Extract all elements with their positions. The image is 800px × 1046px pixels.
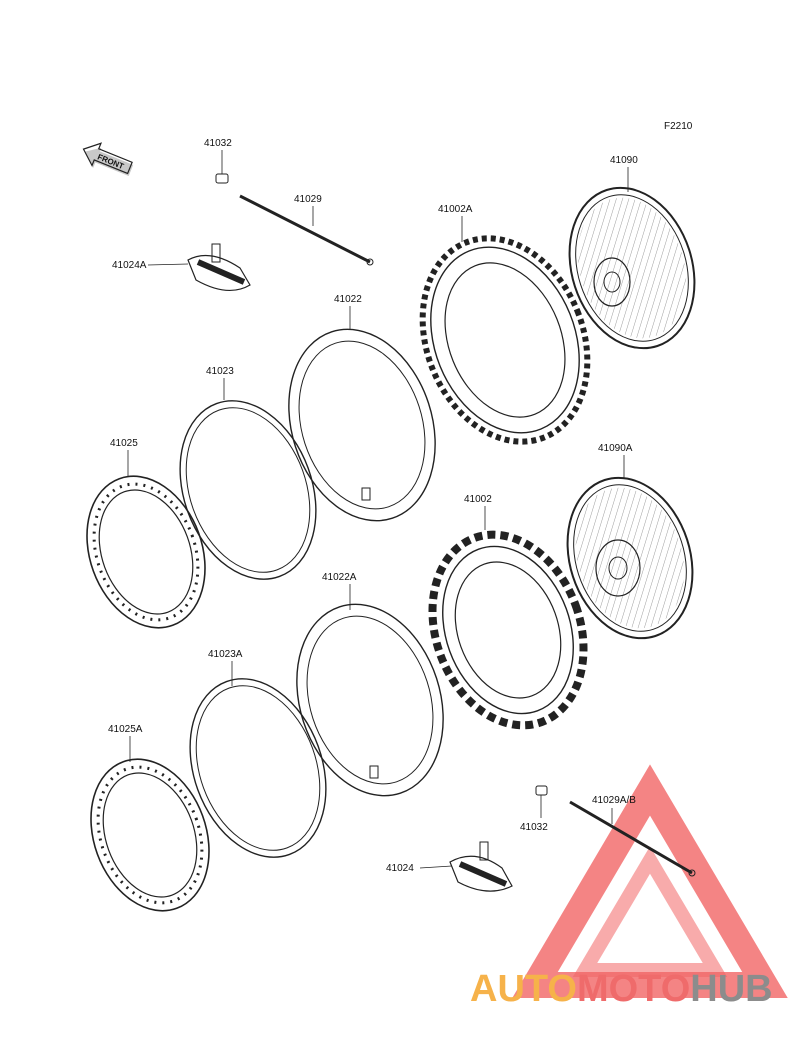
part-41029-rim-band[interactable]: 41029 — [239, 194, 374, 266]
part-41025-rim[interactable]: 41025 — [67, 438, 226, 644]
svg-text:41025: 41025 — [110, 438, 138, 449]
svg-text:41024: 41024 — [386, 863, 414, 874]
svg-text:41032: 41032 — [204, 138, 232, 149]
svg-text:41032: 41032 — [520, 822, 548, 833]
svg-text:41029: 41029 — [294, 194, 322, 205]
part-41002-tire[interactable]: 41002 — [407, 494, 609, 747]
part-41022A-inner-tube[interactable]: 41022A — [273, 572, 467, 815]
part-41023A-rim-band[interactable]: 41023A — [166, 649, 349, 876]
svg-text:41022: 41022 — [334, 294, 362, 305]
part-41090A-front-wheel[interactable]: 41090A — [548, 443, 713, 655]
front-arrow-icon: FRONT — [82, 142, 134, 177]
svg-text:41025A: 41025A — [108, 724, 143, 735]
watermark-hub: HUB — [690, 968, 773, 1010]
part-41024A-rim-lock[interactable]: 41024A — [112, 243, 251, 291]
part-41023-rim-band[interactable]: 41023 — [156, 366, 339, 598]
svg-text:41002A: 41002A — [438, 204, 473, 215]
svg-text:41024A: 41024A — [112, 260, 147, 271]
part-41032-valve-cap-lower[interactable]: 41032 — [520, 785, 548, 833]
svg-text:41090A: 41090A — [598, 443, 633, 454]
svg-text:41023: 41023 — [206, 366, 234, 377]
watermark-logo — [512, 764, 788, 998]
part-41002A-tire[interactable]: 41002A — [393, 204, 616, 467]
watermark-auto: AUTO — [470, 968, 577, 1010]
watermark-text: AUTOMOTOHUB — [470, 968, 773, 1011]
part-41032-valve-cap[interactable]: 41032 — [204, 138, 232, 184]
part-41022-inner-tube[interactable]: 41022 — [265, 294, 459, 540]
diagram-id: F2210 — [664, 121, 693, 132]
svg-text:41023A: 41023A — [208, 649, 243, 660]
watermark-moto: MOTO — [576, 968, 691, 1010]
svg-text:41029A/B: 41029A/B — [592, 795, 636, 806]
part-41029AB-rim-band[interactable]: 41029A/B — [569, 795, 696, 877]
svg-text:41022A: 41022A — [322, 572, 357, 583]
part-41024-rim-lock[interactable]: 41024 — [386, 841, 513, 892]
svg-text:41002: 41002 — [464, 494, 492, 505]
part-41025A-rim[interactable]: 41025A — [71, 724, 230, 927]
part-41090-rear-wheel[interactable]: 41090 — [550, 155, 715, 365]
svg-text:41090: 41090 — [610, 155, 638, 166]
